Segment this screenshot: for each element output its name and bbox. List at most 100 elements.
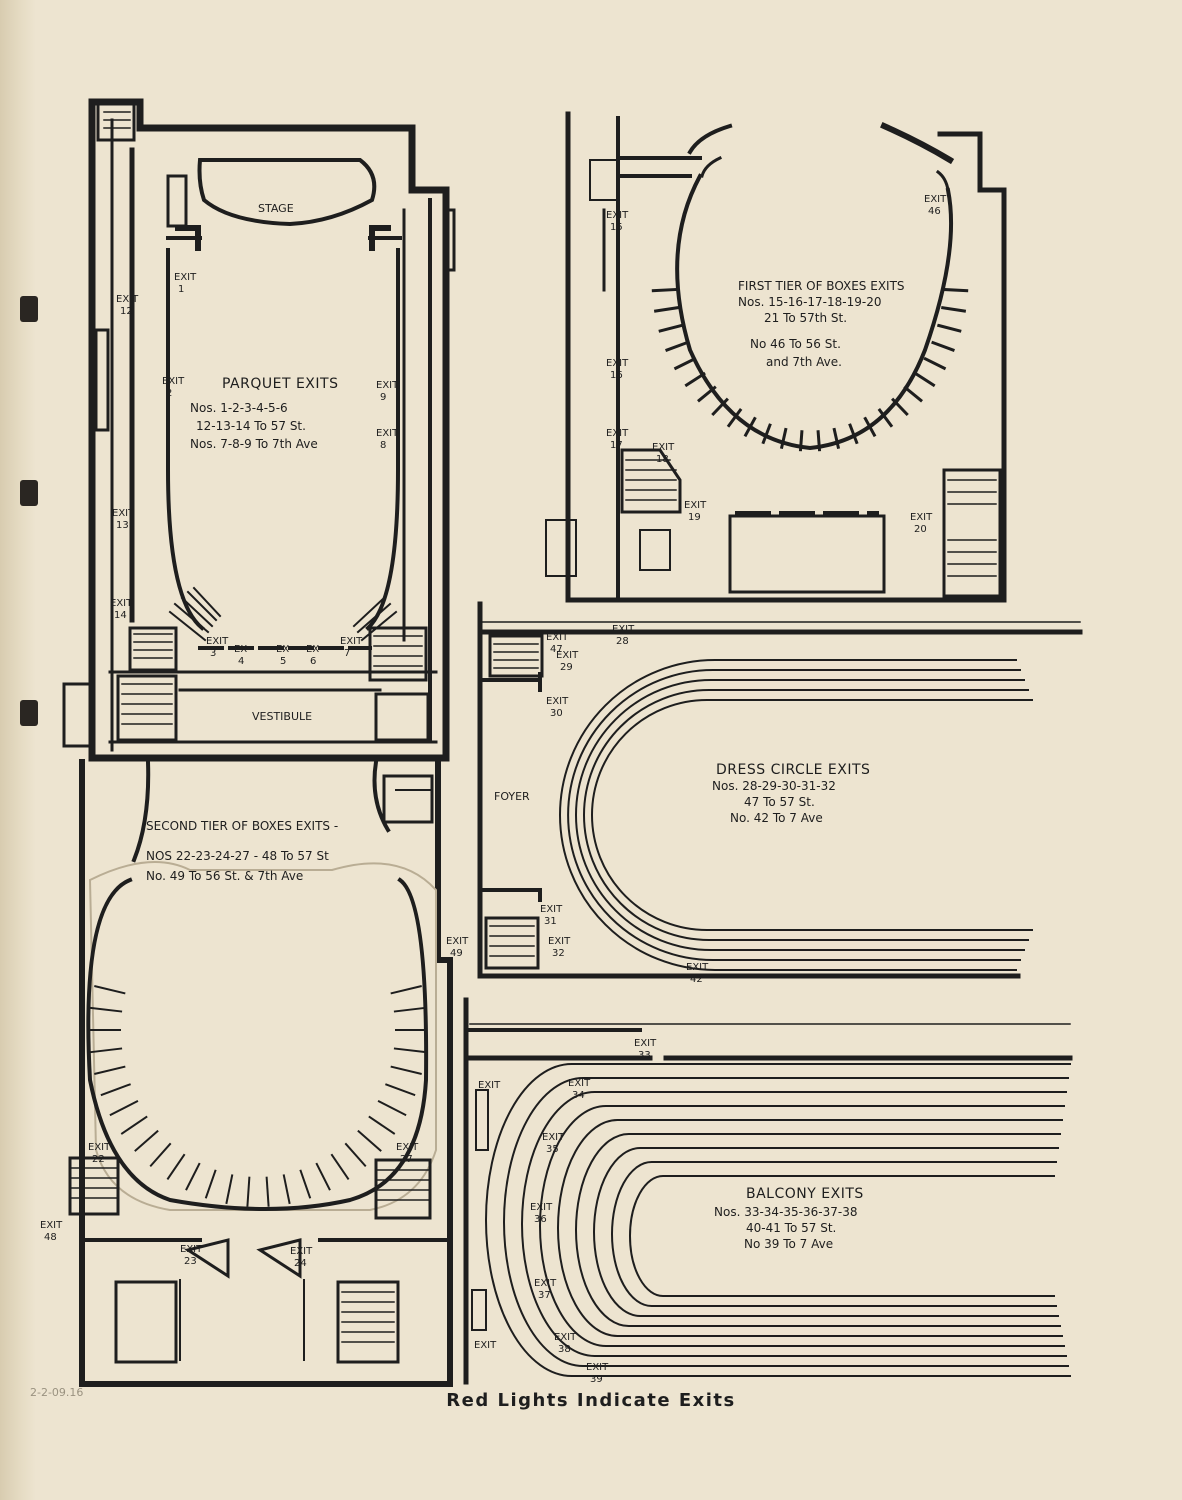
seating-row: [629, 1175, 1055, 1297]
exit-label: EXIT: [530, 1202, 553, 1213]
box-partition: [653, 306, 679, 313]
box-partition: [779, 427, 788, 450]
exit-label: EXIT: [534, 1278, 557, 1289]
dress-circle-plan: [477, 601, 1083, 979]
exit-label: EXIT: [540, 904, 563, 915]
box-partition: [100, 1083, 131, 1097]
exit-label: EXIT: [686, 962, 709, 973]
box-partition: [330, 1153, 350, 1180]
exit-number: 39: [590, 1374, 603, 1385]
exit-number: 34: [572, 1090, 585, 1101]
seating-row: [557, 1119, 1063, 1337]
box-partition: [385, 1083, 416, 1097]
box-partition: [914, 371, 936, 388]
balcony-title: BALCONY EXITS: [746, 1186, 864, 1202]
box-partition: [344, 1142, 367, 1168]
exit-label: EXIT: [474, 1340, 497, 1351]
box-partition: [665, 340, 689, 352]
box-partition: [943, 287, 969, 293]
exit-label: EXIT: [112, 508, 135, 519]
exit-label: EXIT: [684, 500, 707, 511]
exit-label: EXIT: [446, 936, 469, 947]
seating-row: [503, 1077, 1069, 1367]
first-tier-line: 21 To 57th St.: [764, 311, 847, 325]
exit-number: 28: [616, 636, 629, 647]
box-partition: [357, 1129, 382, 1152]
box-partition: [90, 1047, 123, 1054]
exit-label: EXIT: [546, 632, 569, 643]
box-partition: [94, 985, 126, 995]
box-partition: [299, 1169, 312, 1199]
exit-number: 32: [552, 948, 565, 959]
box-partition: [377, 1099, 407, 1117]
exit-label: EXIT: [376, 428, 399, 439]
box-partition: [390, 1065, 422, 1075]
first-tier-line: Nos. 15-16-17-18-19-20: [738, 295, 881, 309]
binding-hole: [20, 296, 38, 322]
seating-row: [559, 659, 1017, 971]
second-tier-plan: [68, 759, 453, 1387]
box-partition: [94, 1065, 126, 1075]
second-tier-line: No. 49 To 56 St. & 7th Ave: [146, 869, 303, 883]
exit-number: 3: [210, 648, 216, 659]
dress-circle-line: 47 To 57 St.: [744, 795, 815, 809]
box-partition: [134, 1129, 159, 1152]
box-partition: [941, 306, 967, 313]
exit-number: 42: [690, 974, 703, 985]
box-partition: [743, 416, 757, 438]
exit-number: 49: [450, 948, 463, 959]
box-partition: [761, 423, 772, 445]
box-partition: [265, 1176, 270, 1207]
box-partition: [204, 1169, 217, 1199]
exit-number: 6: [310, 656, 316, 667]
exit-label: EXIT: [546, 696, 569, 707]
exit-number: 1: [178, 284, 184, 295]
exit-label: EXIT: [586, 1362, 609, 1373]
exit-number: 5: [280, 656, 286, 667]
exit-label: EXIT: [174, 272, 197, 283]
exit-label: EX: [234, 644, 247, 655]
exit-label: EXIT: [116, 294, 139, 305]
seating-row: [611, 1161, 1057, 1307]
exit-number: 38: [558, 1344, 571, 1355]
exit-number: 29: [560, 662, 573, 673]
exit-number: 20: [914, 524, 927, 535]
exit-label: EXIT: [548, 936, 571, 947]
exit-label: EXIT: [340, 636, 363, 647]
exit-number: 12: [120, 306, 133, 317]
seating-row: [567, 669, 1021, 961]
seating-row: [539, 1105, 1065, 1347]
exit-label: EXIT: [110, 598, 133, 609]
parquet-title: PARQUET EXITS: [222, 376, 338, 392]
box-partition: [315, 1162, 331, 1191]
box-partition: [863, 416, 877, 438]
exit-number: 19: [688, 512, 701, 523]
balcony-plan: [463, 997, 1073, 1385]
box-partition: [903, 385, 923, 403]
box-partition: [185, 1162, 201, 1191]
balcony-line: 40-41 To 57 St.: [746, 1221, 836, 1235]
box-partition: [931, 340, 955, 352]
box-partition: [109, 1099, 139, 1117]
first-tier-line: No 46 To 56 St.: [750, 337, 841, 351]
exit-number: 36: [534, 1214, 547, 1225]
binding-edge: [0, 0, 36, 1500]
parquet-plan: [62, 98, 456, 762]
exit-number: 46: [928, 206, 941, 217]
exit-number: 31: [544, 916, 557, 927]
foyer-label: FOYER: [494, 790, 530, 803]
second-tier-title: SECOND TIER OF BOXES EXITS -: [146, 819, 338, 833]
balcony-line: No 39 To 7 Ave: [744, 1237, 833, 1251]
exit-number: 30: [550, 708, 563, 719]
dress-circle-title: DRESS CIRCLE EXITS: [716, 762, 870, 778]
exit-label: EXIT: [290, 1246, 313, 1257]
exit-label: EXIT: [554, 1332, 577, 1343]
exit-number: 7: [344, 648, 350, 659]
box-partition: [120, 1115, 148, 1135]
exit-label: EXIT: [396, 1142, 419, 1153]
box-partition: [282, 1174, 291, 1205]
parquet-line: 12-13-14 To 57 St.: [196, 419, 306, 433]
second-tier-line: NOS 22-23-24-27 - 48 To 57 St: [146, 849, 329, 863]
exit-number: 18: [656, 454, 669, 465]
